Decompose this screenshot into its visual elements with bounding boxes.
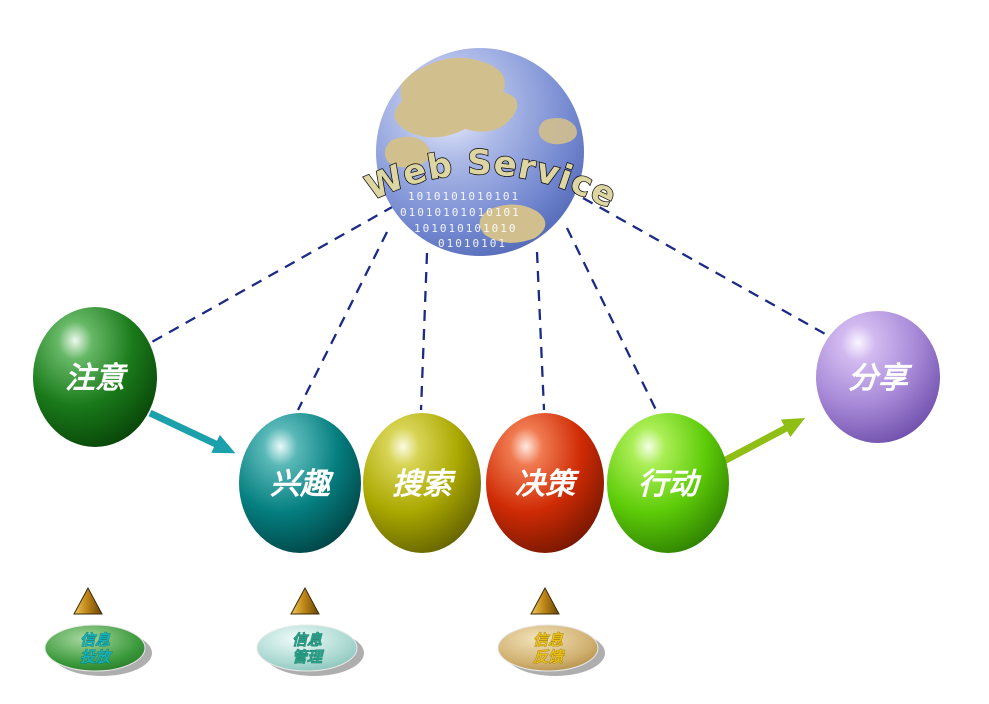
attention-label: 注意 [65, 361, 129, 396]
dashed-connector-share [582, 196, 837, 342]
land-shape [538, 118, 577, 145]
stage-node-action: 行动 [607, 413, 729, 553]
dashed-connector-search [419, 252, 429, 411]
info-management-line2: 管理 [292, 648, 325, 666]
dashed-connector-interest [296, 231, 389, 411]
binary-row: 101010101010 [414, 222, 517, 235]
stage-nodes: 注意 兴趣 搜索 决策 行动 分享 [33, 307, 940, 553]
arrow-attention-interest [148, 409, 236, 454]
info-feedback-line1: 信息 [533, 631, 564, 649]
dashed-connector-action [565, 227, 659, 413]
globe-binary-pattern: 1010101010101 01010101010101 10101010101… [400, 190, 521, 250]
action-label: 行动 [638, 467, 702, 502]
binary-row: 1010101010101 [408, 190, 520, 203]
globe-land-masses: 1010101010101 01010101010101 10101010101… [384, 57, 577, 250]
info-management-line1: 信息 [292, 631, 323, 649]
info-management-badge [256, 624, 358, 672]
dashed-connector-decision [535, 251, 546, 411]
stage-node-decision: 决策 [486, 413, 604, 553]
share-label: 分享 [848, 361, 913, 396]
bottom-annotations: 信息 投放 信息 管理 信息 反馈 [44, 586, 605, 676]
action-sphere [607, 413, 729, 553]
web-service-globe: 1010101010101 01010101010101 10101010101… [359, 48, 623, 256]
cone-marker-icon [530, 586, 560, 615]
land-shape [394, 57, 518, 138]
annotation-info-feedback: 信息 反馈 [497, 586, 605, 676]
binary-row: 01010101010101 [400, 206, 521, 219]
info-delivery-line1: 信息 [80, 631, 111, 649]
search-sphere [363, 413, 481, 553]
land-shape [384, 136, 431, 168]
cone-marker-icon [290, 586, 320, 615]
decision-sphere [486, 413, 604, 553]
interest-sphere [239, 413, 361, 553]
dashed-connector-attention [142, 204, 395, 349]
stage-node-attention: 注意 [33, 307, 157, 447]
stage-node-interest: 兴趣 [239, 413, 361, 553]
annotation-info-management: 信息 管理 [256, 586, 364, 676]
arrow-action-share [722, 418, 806, 465]
info-feedback-badge [497, 624, 599, 672]
stage-node-search: 搜索 [363, 413, 481, 553]
search-label: 搜索 [392, 467, 456, 502]
connectors [142, 196, 837, 413]
stage-node-share: 分享 [816, 311, 940, 443]
share-sphere [816, 311, 940, 443]
annotation-info-delivery: 信息 投放 [44, 586, 152, 676]
cone-marker-icon [73, 586, 103, 615]
binary-row: 01010101 [438, 237, 507, 250]
attention-sphere [33, 307, 157, 447]
decision-label: 决策 [515, 467, 580, 502]
info-delivery-badge [44, 624, 146, 672]
info-feedback-line2: 反馈 [533, 648, 565, 666]
land-shape [479, 204, 546, 243]
info-delivery-line2: 投放 [80, 648, 113, 666]
interest-label: 兴趣 [270, 467, 335, 502]
